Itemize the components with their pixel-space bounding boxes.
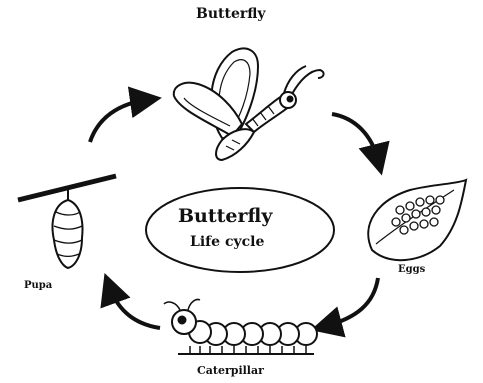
cycle-arrow-icon	[326, 278, 378, 326]
cycle-arrow-icon	[90, 100, 146, 142]
stage-label-pupa: Pupa	[24, 280, 52, 291]
center-subtitle: Life cycle	[190, 234, 264, 250]
stage-label-eggs: Eggs	[398, 264, 425, 275]
caterpillar-icon	[164, 299, 317, 354]
center-title: Butterfly	[178, 205, 272, 227]
stage-label-butterfly: Butterfly	[196, 6, 266, 22]
eggs-icon	[368, 180, 466, 260]
stage-label-caterpillar: Caterpillar	[197, 364, 264, 377]
center-oval	[146, 188, 334, 272]
cycle-arrow-icon	[110, 288, 160, 328]
cycle-arrow-icon	[332, 114, 378, 160]
pupa-icon	[18, 176, 116, 268]
butterfly-icon	[174, 48, 324, 160]
